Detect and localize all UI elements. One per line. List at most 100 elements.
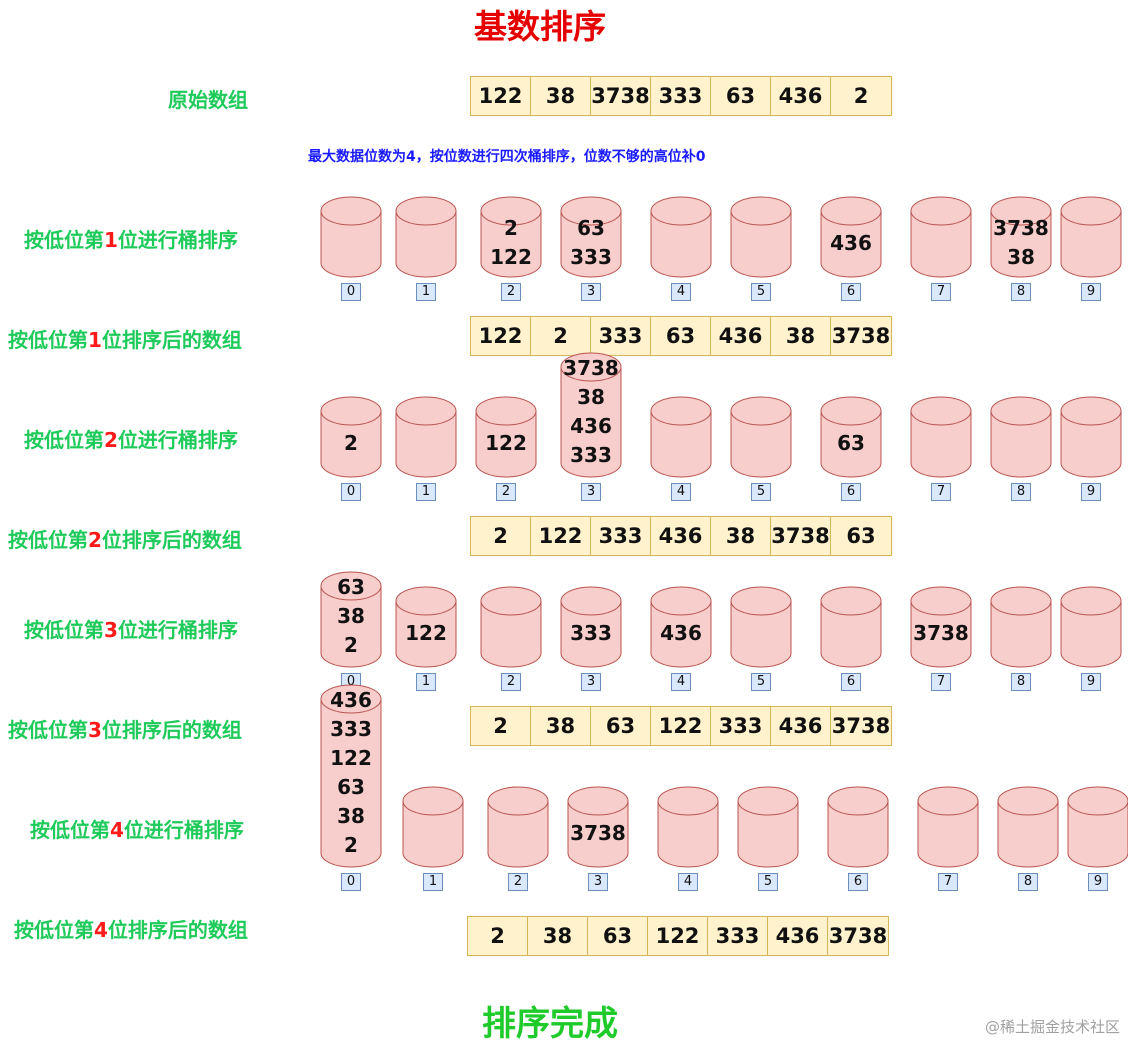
label-suffix: 位进行桶排序 <box>117 428 238 452</box>
bucket-index: 4 <box>671 283 691 301</box>
array-cell: 122 <box>651 707 711 745</box>
bucket-index: 8 <box>1011 283 1031 301</box>
bucket-value: 333 <box>570 245 612 269</box>
bucket-6: 63 <box>820 396 882 478</box>
bucket-4: 436 <box>650 586 712 668</box>
bucket-index: 9 <box>1081 283 1101 301</box>
array-cell: 63 <box>588 917 648 955</box>
bucket-cylinder-icon <box>820 396 882 478</box>
bucket-index: 1 <box>416 283 436 301</box>
description-note: 最大数据位数为4，按位数进行四次桶排序，位数不够的高位补0 <box>308 149 706 165</box>
array-cell: 38 <box>531 77 591 115</box>
bucket-2 <box>487 786 549 868</box>
digit-position: 3 <box>88 718 102 742</box>
bucket-value: 333 <box>330 717 372 741</box>
bucket-cylinder-icon <box>567 786 629 868</box>
bucket-cylinder-icon <box>320 196 382 278</box>
bucket-cylinder-icon <box>650 196 712 278</box>
bucket-value: 38 <box>337 604 365 628</box>
pass-1-result-label: 按低位第1位排序后的数组 <box>8 324 242 353</box>
bucket-index: 3 <box>581 673 601 691</box>
bucket-cylinder-icon <box>650 586 712 668</box>
array-cell: 3738 <box>771 517 831 555</box>
bucket-index: 5 <box>751 283 771 301</box>
array-cell: 333 <box>591 517 651 555</box>
bucket-value: 436 <box>330 688 372 712</box>
bucket-9 <box>1067 786 1128 868</box>
bucket-index: 8 <box>1018 873 1038 891</box>
bucket-0 <box>320 196 382 278</box>
bucket-cylinder-icon <box>1067 786 1128 868</box>
bucket-4 <box>650 396 712 478</box>
array-cell: 2 <box>853 84 869 108</box>
array-cell: 436 <box>711 317 771 355</box>
pass-2-result-label: 按低位第2位排序后的数组 <box>8 524 242 553</box>
bucket-index: 3 <box>581 283 601 301</box>
array-cell: 333 <box>708 917 768 955</box>
array-cell: 333 <box>591 317 651 355</box>
bucket-values: 333 <box>560 619 622 648</box>
array-cell: 2 <box>471 517 531 555</box>
bucket-cylinder-icon <box>990 196 1052 278</box>
bucket-cylinder-icon <box>1060 196 1122 278</box>
array-cell: 122 <box>648 917 708 955</box>
bucket-value: 436 <box>570 414 612 438</box>
bucket-4 <box>657 786 719 868</box>
array-cell: 38 <box>771 317 831 355</box>
label-suffix: 位进行桶排序 <box>123 818 244 842</box>
bucket-8 <box>990 586 1052 668</box>
bucket-value: 3738 <box>570 820 626 845</box>
bucket-index: 6 <box>848 873 868 891</box>
array-cell: 436 <box>771 707 831 745</box>
label-prefix: 按低位第 <box>14 918 94 942</box>
digit-position: 3 <box>104 618 118 642</box>
bucket-cylinder-icon <box>820 586 882 668</box>
bucket-index: 8 <box>1011 673 1031 691</box>
label-suffix: 位排序后的数组 <box>101 328 242 352</box>
label-suffix: 位进行桶排序 <box>117 228 238 252</box>
bucket-index: 0 <box>341 283 361 301</box>
bucket-value: 122 <box>485 430 527 455</box>
bucket-index: 1 <box>416 483 436 501</box>
bucket-index: 5 <box>751 483 771 501</box>
digit-position: 1 <box>104 228 118 252</box>
bucket-value: 38 <box>577 385 605 409</box>
array-cell: 63 <box>711 77 771 115</box>
array-cell: 3738 <box>831 324 891 348</box>
label-prefix: 按低位第 <box>8 528 88 552</box>
bucket-index: 7 <box>931 283 951 301</box>
label-prefix: 按低位第 <box>24 428 104 452</box>
array-cell: 38 <box>531 707 591 745</box>
bucket-7 <box>910 396 972 478</box>
array-cell: 2 <box>468 917 528 955</box>
original-array-label: 原始数组 <box>168 88 248 112</box>
bucket-value: 2 <box>344 633 358 657</box>
label-prefix: 按低位第 <box>24 618 104 642</box>
bucket-cylinder-icon <box>320 684 382 868</box>
bucket-value: 2 <box>504 216 518 240</box>
bucket-cylinder-icon <box>487 786 549 868</box>
bucket-index: 6 <box>841 673 861 691</box>
array-cell: 2 <box>471 707 531 745</box>
bucket-9 <box>1060 586 1122 668</box>
bucket-2 <box>480 586 542 668</box>
pass-4-bucket-label: 按低位第4位进行桶排序 <box>30 814 244 843</box>
bucket-1: 122 <box>395 586 457 668</box>
bucket-1 <box>395 196 457 278</box>
bucket-index: 7 <box>931 483 951 501</box>
bucket-value: 122 <box>405 620 447 645</box>
bucket-value: 63 <box>837 430 865 455</box>
bucket-cylinder-icon <box>560 586 622 668</box>
array-cell: 2 <box>531 317 591 355</box>
label-prefix: 按低位第 <box>8 328 88 352</box>
bucket-cylinder-icon <box>737 786 799 868</box>
bucket-index: 0 <box>341 873 361 891</box>
bucket-cylinder-icon <box>395 586 457 668</box>
